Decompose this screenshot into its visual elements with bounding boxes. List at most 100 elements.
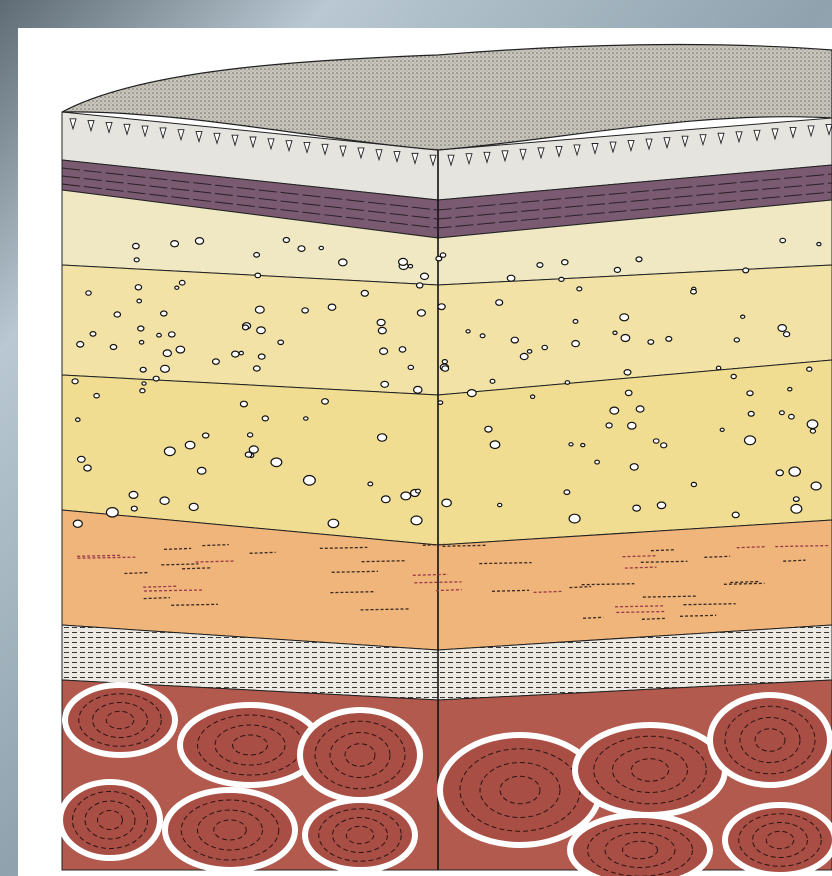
rock-cell [440, 735, 600, 845]
pebble [577, 287, 582, 291]
pebble [720, 428, 724, 431]
pebble [377, 319, 385, 325]
pebble [661, 443, 667, 448]
pebble [527, 350, 531, 354]
pebble [197, 467, 206, 474]
pebble [133, 243, 140, 248]
pebble [564, 490, 570, 495]
pebble [380, 348, 388, 354]
pebble [565, 381, 569, 385]
pebble [414, 386, 422, 393]
pebble [137, 299, 142, 303]
pebble [480, 334, 485, 338]
pebble [73, 520, 82, 527]
pebble [164, 447, 175, 456]
pebble [569, 514, 580, 523]
pebble [368, 482, 373, 486]
pebble [466, 330, 470, 333]
pebble [743, 268, 749, 273]
pebble [84, 465, 91, 471]
pebble [213, 359, 220, 364]
pebble [573, 320, 578, 324]
pebble [90, 332, 96, 337]
pebble [319, 246, 323, 249]
pebble [789, 414, 795, 419]
rock-cell [570, 815, 710, 876]
pebble [139, 341, 143, 345]
pebble [382, 496, 391, 503]
pebble [416, 489, 421, 493]
pebble [436, 256, 442, 261]
pebble [72, 379, 78, 384]
pebble [131, 506, 137, 511]
pebble [442, 360, 447, 364]
pebble [691, 289, 697, 294]
pebble [741, 315, 745, 318]
pebble [378, 327, 386, 333]
pebble [745, 436, 756, 445]
pebble [624, 370, 631, 375]
pebble [780, 411, 785, 415]
pebble [613, 331, 617, 334]
pebble [542, 345, 547, 349]
pebble [106, 508, 118, 517]
pebble [249, 446, 258, 453]
pebble [239, 351, 243, 354]
pebble [175, 286, 179, 289]
pebble [630, 464, 638, 470]
pebble [378, 434, 387, 441]
pebble [581, 444, 585, 447]
pebble [361, 290, 368, 296]
pebble [731, 374, 736, 378]
pebble [784, 332, 790, 337]
pebble [569, 443, 573, 446]
rock-cell [65, 685, 175, 755]
pebble [621, 335, 630, 342]
pebble [438, 304, 445, 310]
pebble [304, 417, 308, 420]
pebble [262, 416, 268, 421]
pebble [778, 325, 786, 332]
pebble [283, 238, 289, 243]
pebble [408, 365, 413, 369]
pebble [94, 394, 99, 398]
pebble [421, 273, 429, 279]
pebble [636, 406, 644, 412]
pebble [411, 516, 422, 525]
pebble [195, 238, 203, 245]
pebble [140, 389, 145, 393]
pebble [86, 291, 91, 295]
pebble [253, 366, 260, 371]
pebble [304, 476, 316, 486]
pebble [258, 354, 265, 359]
pebble [653, 439, 659, 443]
pebble [572, 341, 580, 347]
pebble [302, 308, 309, 313]
pebble [160, 497, 169, 504]
pebble [114, 312, 120, 317]
pebble [559, 277, 564, 281]
pebble [240, 401, 247, 407]
pebble [520, 353, 528, 359]
pebble [496, 300, 503, 306]
pebble [595, 460, 600, 464]
pebble [298, 246, 305, 252]
pebble [381, 381, 389, 387]
rock-cell [710, 695, 830, 785]
pebble [791, 504, 802, 513]
pebble [408, 265, 412, 268]
pebble [620, 314, 629, 321]
pebble [691, 482, 696, 486]
pebble [562, 260, 568, 265]
rock-cell [60, 782, 160, 858]
pebble [138, 326, 144, 331]
rock-cell [725, 805, 832, 875]
pebble [171, 241, 179, 247]
pebble [537, 263, 543, 268]
pebble [243, 325, 249, 330]
rock-cell [305, 800, 415, 870]
pebble [442, 366, 449, 371]
pebble [161, 365, 170, 372]
pebble [807, 420, 818, 429]
pebble [161, 311, 167, 316]
